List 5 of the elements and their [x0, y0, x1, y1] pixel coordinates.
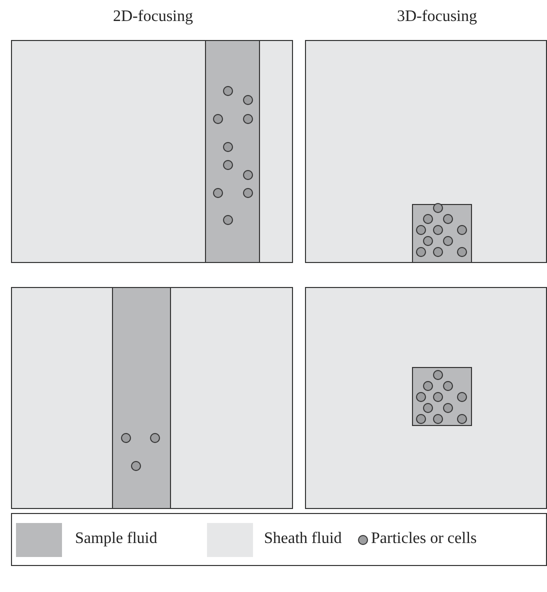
- legend-label: Sample fluid: [75, 530, 158, 548]
- legend-label: Sheath fluid: [264, 530, 342, 548]
- column-heading: 3D-focusing: [397, 8, 477, 26]
- column-heading: 2D-focusing: [113, 8, 193, 26]
- legend-label: Particles or cells: [371, 530, 477, 548]
